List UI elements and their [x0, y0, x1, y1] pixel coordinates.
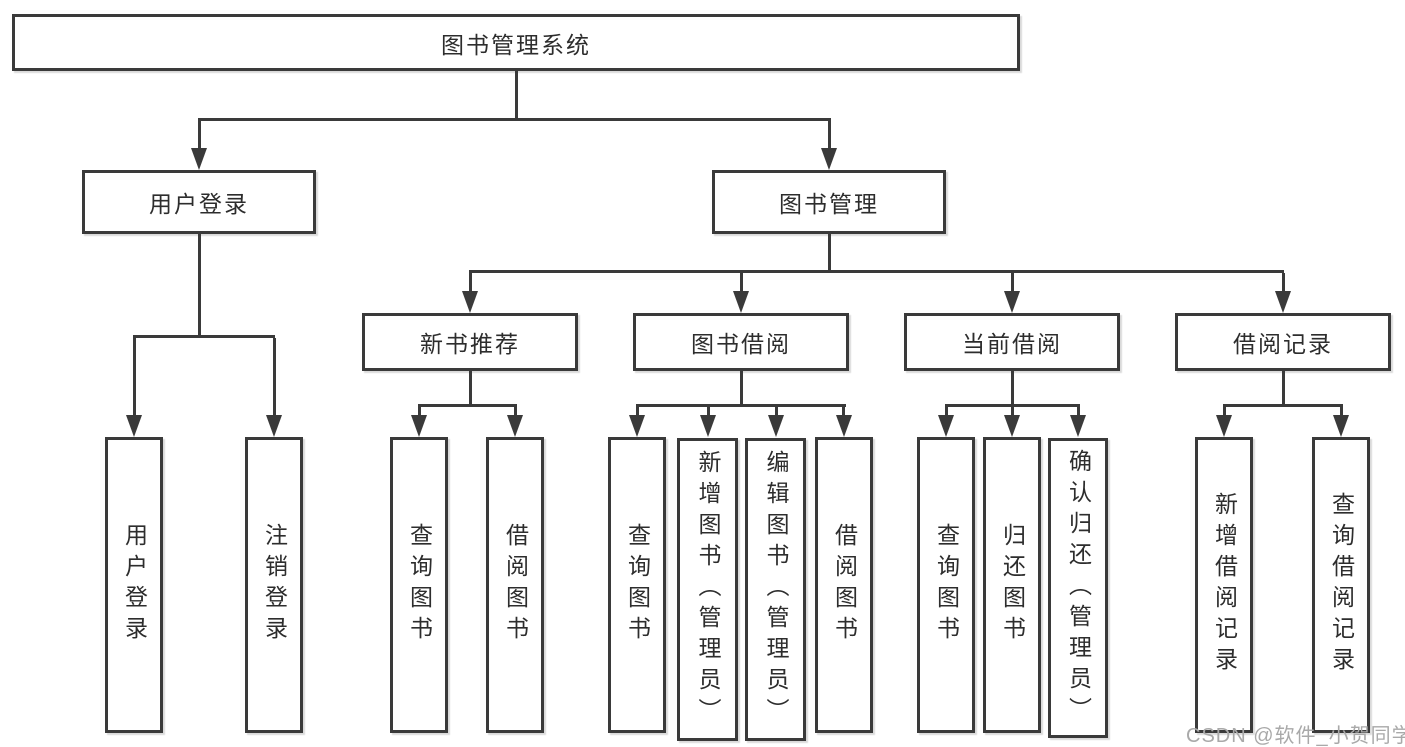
edge-vline: [198, 121, 201, 152]
node-label: 用户登录: [149, 191, 249, 217]
node-label: 图书借阅: [691, 331, 791, 357]
node-user-login: 用户登录: [82, 170, 316, 234]
node-label: 注销登录: [261, 523, 288, 647]
edge-vline: [1077, 404, 1080, 417]
edge-hline: [198, 118, 831, 121]
arrow-down-icon: [1333, 415, 1349, 437]
edge-vline: [636, 404, 639, 417]
arrow-down-icon: [938, 415, 954, 437]
edge-hline: [1223, 404, 1343, 407]
arrow-down-icon: [629, 415, 645, 437]
edge-vline: [828, 121, 831, 152]
edge-hline: [636, 404, 846, 407]
node-book-management: 图书管理: [712, 170, 946, 234]
edge-vline: [1011, 273, 1014, 293]
node-leaf-borrow-books-recommend: 借阅图书: [486, 437, 544, 733]
node-label: 图书管理: [779, 191, 879, 217]
edge-vline: [514, 404, 517, 417]
node-leaf-query-books-recommend: 查询图书: [390, 437, 448, 733]
node-leaf-borrow-books: 借阅图书: [815, 437, 873, 733]
node-label: 新书推荐: [420, 331, 520, 357]
node-label: 新增图书（管理员）: [695, 450, 721, 729]
arrow-down-icon: [768, 415, 784, 437]
node-leaf-query-books-borrowing: 查询图书: [608, 437, 666, 733]
arrow-down-icon: [836, 415, 852, 437]
edge-vline: [133, 338, 136, 417]
edge-vline: [469, 273, 472, 293]
node-label: 新增借阅记录: [1211, 492, 1238, 678]
node-leaf-add-borrow-record: 新增借阅记录: [1195, 437, 1253, 733]
arrow-down-icon: [1004, 291, 1020, 313]
arrow-down-icon: [700, 415, 716, 437]
edge-vline: [775, 404, 778, 417]
edge-vline: [1011, 404, 1014, 417]
arrow-down-icon: [507, 415, 523, 437]
node-label: 查询图书: [406, 523, 433, 647]
arrow-down-icon: [462, 291, 478, 313]
node-root-library-system: 图书管理系统: [12, 14, 1020, 71]
edge-vline: [1340, 404, 1343, 417]
node-label: 查询借阅记录: [1328, 492, 1355, 678]
edge-vline: [1223, 404, 1226, 417]
node-label: 用户登录: [121, 523, 148, 647]
edge-vline: [945, 404, 948, 417]
edge-vline: [740, 273, 743, 293]
arrow-down-icon: [1216, 415, 1232, 437]
node-label: 借阅图书: [502, 523, 529, 647]
node-label: 归还图书: [999, 523, 1026, 647]
arrow-down-icon: [191, 148, 207, 170]
edge-vline: [842, 404, 845, 417]
arrow-down-icon: [733, 291, 749, 313]
node-leaf-confirm-return-admin: 确认归还（管理员）: [1048, 438, 1108, 738]
node-label: 当前借阅: [962, 331, 1062, 357]
edge-hline: [418, 404, 517, 407]
node-label: 查询图书: [933, 523, 960, 647]
edge-vline: [515, 71, 518, 118]
node-leaf-edit-books-admin: 编辑图书（管理员）: [745, 438, 806, 741]
edge-vline: [198, 234, 201, 335]
node-leaf-query-books-current: 查询图书: [917, 437, 975, 733]
csdn-watermark: CSDN @软件_小贺同学: [1186, 725, 1405, 747]
node-leaf-user-login: 用户登录: [105, 437, 163, 733]
edge-vline: [273, 338, 276, 417]
node-leaf-query-borrow-record: 查询借阅记录: [1312, 437, 1370, 733]
arrow-down-icon: [1275, 291, 1291, 313]
arrow-down-icon: [411, 415, 427, 437]
node-leaf-add-books-admin: 新增图书（管理员）: [677, 438, 738, 741]
node-current-borrowing: 当前借阅: [904, 313, 1120, 371]
edge-vline: [740, 371, 743, 406]
edge-vline: [469, 371, 472, 406]
arrow-down-icon: [1070, 415, 1086, 437]
node-label: 确认归还（管理员）: [1065, 448, 1092, 728]
node-borrow-records: 借阅记录: [1175, 313, 1391, 371]
edge-hline: [133, 335, 275, 338]
edge-vline: [1011, 371, 1014, 406]
arrow-down-icon: [821, 148, 837, 170]
edge-vline: [1282, 371, 1285, 406]
node-leaf-logout: 注销登录: [245, 437, 303, 733]
arrow-down-icon: [126, 415, 142, 437]
node-label: 借阅图书: [831, 523, 858, 647]
edge-vline: [1282, 273, 1285, 293]
node-new-book-recommend: 新书推荐: [362, 313, 578, 371]
node-label: 编辑图书（管理员）: [763, 450, 789, 729]
arrow-down-icon: [1004, 415, 1020, 437]
node-label: 查询图书: [624, 523, 651, 647]
edge-hline: [469, 270, 1284, 273]
edge-vline: [828, 234, 831, 272]
edge-vline: [418, 404, 421, 417]
node-book-borrowing: 图书借阅: [633, 313, 849, 371]
arrow-down-icon: [266, 415, 282, 437]
node-leaf-return-books: 归还图书: [983, 437, 1041, 733]
node-label: 借阅记录: [1233, 331, 1333, 357]
edge-vline: [707, 404, 710, 417]
node-label: 图书管理系统: [441, 31, 591, 58]
